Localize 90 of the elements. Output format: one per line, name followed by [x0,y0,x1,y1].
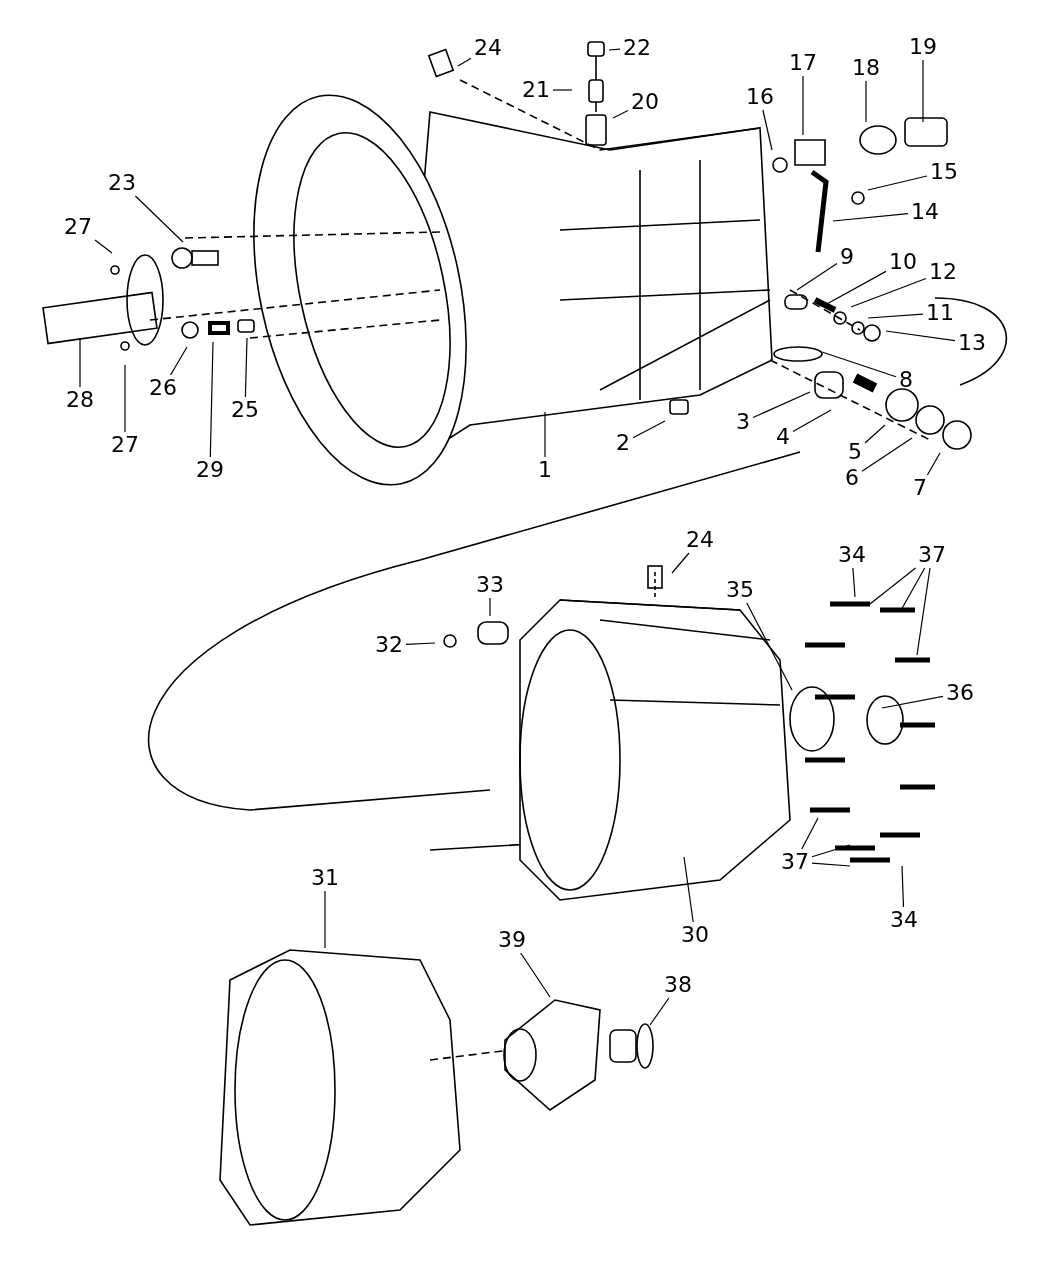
callout-number: 8 [899,368,913,392]
leader-line [649,997,670,1026]
leader-line [762,109,773,151]
callout-number: 14 [911,200,939,224]
leader-line [811,862,851,867]
callout-number: 9 [840,245,854,269]
leader-line [683,856,694,923]
leader-line [552,89,573,91]
leader-line [752,391,811,419]
callout-number: 32 [375,633,403,657]
callout-number: 26 [149,376,177,400]
callout-number: 11 [926,301,954,325]
callout-number: 18 [852,56,880,80]
leader-line [869,567,917,605]
callout-number: 31 [311,866,339,890]
leader-line [520,952,551,998]
callout-number: 23 [108,171,136,195]
callout-number: 3 [736,410,750,434]
leader-line [209,341,214,458]
leader-line [867,175,928,191]
callout-number: 12 [929,260,957,284]
leader-line [881,695,944,709]
leader-line [821,351,897,378]
callout-number: 33 [476,573,504,597]
leader-line [612,109,629,119]
leader-line [405,642,436,645]
callout-number: 34 [838,543,866,567]
leader-line [850,277,927,308]
leader-line [811,844,851,858]
leader-line [244,337,248,398]
leader-line [792,409,832,432]
callout-number: 34 [890,908,918,932]
leader-line [865,80,867,123]
callout-number: 25 [231,398,259,422]
leader-line [457,57,472,67]
callout-number: 13 [958,331,986,355]
leader-line [544,411,546,458]
leader-line [824,270,887,306]
leader-line [832,213,909,222]
leader-line [852,567,856,598]
callout-number: 39 [498,928,526,952]
callout-number: 27 [64,215,92,239]
callout-number: 29 [196,458,224,482]
leader-line [926,452,941,476]
leader-line [901,865,905,908]
callout-number: 24 [474,36,502,60]
callout-number: 35 [726,578,754,602]
leader-line [922,59,924,123]
callout-number: 37 [781,850,809,874]
callout-number: 37 [918,543,946,567]
leader-line [632,420,666,439]
leader-line [608,48,621,51]
leader-line [899,567,926,613]
leader-line [671,552,690,574]
callout-number: 21 [522,78,550,102]
leader-line [489,597,491,617]
callout-number: 30 [681,923,709,947]
callout-number: 15 [930,160,958,184]
leader-line [134,195,184,243]
callout-number: 2 [616,431,630,455]
callout-number: 7 [913,476,927,500]
callout-number: 4 [776,425,790,449]
callout-number: 28 [66,388,94,412]
leader-line [170,346,188,376]
leader-line [867,313,924,319]
callout-number: 1 [538,458,552,482]
callout-number: 27 [111,433,139,457]
leader-line [94,239,113,254]
callout-number: 22 [623,36,651,60]
callout-number: 16 [746,85,774,109]
leader-line [324,890,326,949]
leader-line [796,263,838,291]
callout-number: 17 [789,51,817,75]
callout-number: 5 [848,440,862,464]
callout-number: 20 [631,90,659,114]
leader-line [916,567,931,656]
leader-line [864,424,886,444]
callout-number: 19 [909,35,937,59]
callout-number: 38 [664,973,692,997]
callout-number: 6 [845,466,859,490]
callout-number: 24 [686,528,714,552]
leader-line [802,75,804,136]
leader-line [124,364,126,433]
callout-number: 36 [946,681,974,705]
leader-line [801,817,819,850]
callout-number: 10 [889,250,917,274]
leader-line [885,330,956,342]
leader-line [861,437,913,472]
leader-line [79,337,81,388]
leader-line [746,602,793,691]
